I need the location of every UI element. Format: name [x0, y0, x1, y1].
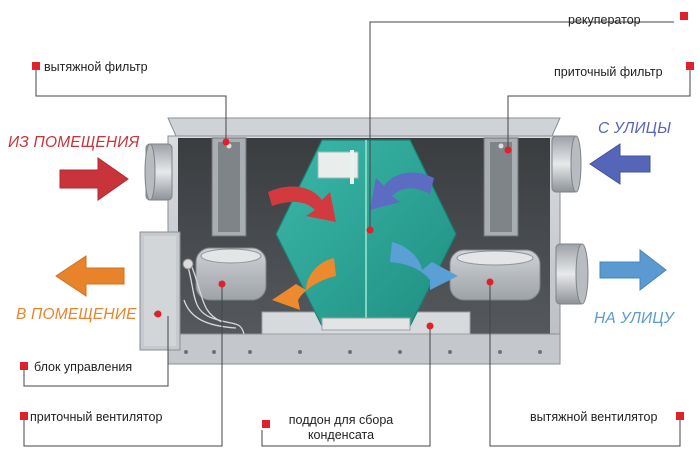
duct-right-top — [551, 135, 582, 193]
wiring — [183, 259, 245, 335]
exhaust-filter-cassette — [211, 137, 247, 237]
label-drain-pan: поддон для сбора конденсата — [276, 413, 406, 443]
arrow-flow-fresh-in — [370, 172, 434, 210]
label-control-unit: блок управления — [34, 360, 133, 374]
leader-dots — [154, 138, 512, 330]
arrow-from-street — [589, 143, 651, 185]
label-supply-fan: приточный вентилятор — [30, 410, 163, 424]
label-drain-pan-line1: поддон для сбора — [288, 413, 394, 427]
marker-exhaust-fan — [676, 412, 684, 420]
marker-supply-filter — [686, 62, 694, 70]
arrow-flow-supply-out — [272, 258, 336, 310]
duct-left-top — [144, 143, 173, 201]
label-exhaust-filter: вытяжной фильтр — [44, 60, 148, 74]
marker-exhaust-filter — [32, 62, 40, 70]
leader-lines — [23, 21, 691, 447]
exhaust-fan-shape — [449, 249, 541, 301]
control-box — [139, 231, 181, 351]
supply-filter-cassette — [483, 137, 519, 237]
arrow-flow-exhaust-in — [268, 186, 336, 222]
arrow-to-street — [599, 248, 667, 292]
label-recuperator: рекуператор — [568, 13, 641, 27]
marker-recuperator — [680, 12, 688, 20]
duct-right-bottom — [555, 243, 589, 305]
cable-gland — [182, 258, 194, 270]
flow-label-from-room: ИЗ ПОМЕЩЕНИЯ — [8, 134, 140, 151]
flow-label-to-room: В ПОМЕЩЕНИЕ — [16, 306, 137, 323]
supply-fan-shape — [195, 247, 267, 301]
marker-supply-fan — [20, 412, 28, 420]
flow-label-from-street: С УЛИЦЫ — [598, 120, 672, 137]
arrow-from-room — [59, 157, 129, 201]
flow-label-to-street: НА УЛИЦУ — [594, 310, 674, 327]
arrow-flow-exhaust-out — [390, 242, 458, 290]
arrow-to-room — [55, 255, 125, 297]
label-supply-filter: приточный фильтр — [554, 65, 663, 79]
label-exhaust-fan: вытяжной вентилятор — [530, 410, 658, 424]
marker-drain-pan — [262, 420, 270, 428]
label-drain-pan-line2: конденсата — [307, 428, 375, 442]
marker-control-unit — [20, 362, 28, 370]
